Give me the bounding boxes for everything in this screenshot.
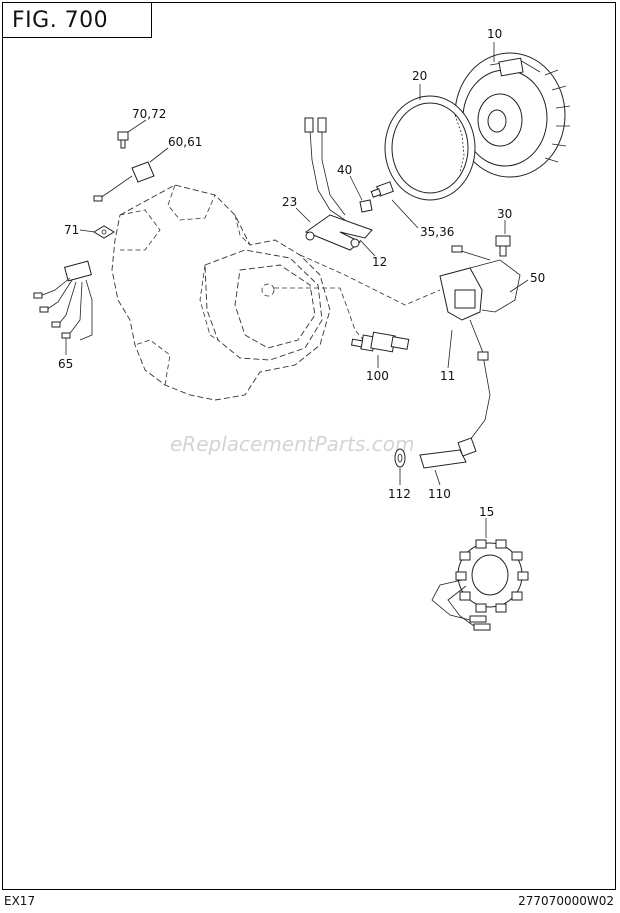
callout-30: 30 [497, 207, 512, 221]
plug-cap [419, 437, 477, 469]
callout-11: 11 [440, 369, 455, 383]
connector-wires [304, 117, 346, 221]
oil-sensor [93, 161, 155, 202]
callout-70-72: 70,72 [132, 107, 166, 121]
callout-12: 12 [372, 255, 387, 269]
callout-71: 71 [64, 223, 79, 237]
callout-60-61: 60,61 [168, 135, 202, 149]
callout-15: 15 [479, 505, 494, 519]
figure-title: FIG. 700 [12, 8, 109, 33]
stator-coil [431, 539, 529, 631]
clip-40 [359, 199, 373, 213]
callout-100: 100 [366, 369, 389, 383]
ignition-coil [439, 245, 521, 321]
callout-23: 23 [282, 195, 297, 209]
plug-cord [469, 319, 491, 441]
callout-110: 110 [428, 487, 451, 501]
spark-plug [350, 331, 410, 353]
washer-71 [93, 225, 115, 239]
seal-112 [394, 448, 406, 468]
bolt-70-72 [117, 131, 129, 149]
callout-50: 50 [530, 271, 545, 285]
figure-title-box: FIG. 700 [2, 2, 152, 38]
callout-65: 65 [58, 357, 73, 371]
diagram-frame [2, 2, 616, 890]
engine-outline [111, 184, 441, 401]
bracket-12 [304, 214, 373, 251]
wire-harness [33, 260, 93, 341]
callout-40: 40 [337, 163, 352, 177]
callout-20: 20 [412, 69, 427, 83]
callout-labels: 10 20 70,72 60,61 40 23 35,36 30 71 12 5… [58, 27, 545, 519]
callout-10: 10 [487, 27, 502, 41]
ring-gear [384, 95, 476, 201]
watermark: eReplacementParts.com [170, 432, 415, 456]
callout-112: 112 [388, 487, 411, 501]
footer-model: EX17 [4, 894, 36, 908]
callout-35-36: 35,36 [420, 225, 454, 239]
leader-lines [65, 42, 529, 538]
footer-code: 277070000W02 [518, 894, 614, 908]
flywheel [454, 52, 571, 178]
bolt-35-36 [370, 181, 394, 198]
screw-30 [495, 235, 511, 257]
